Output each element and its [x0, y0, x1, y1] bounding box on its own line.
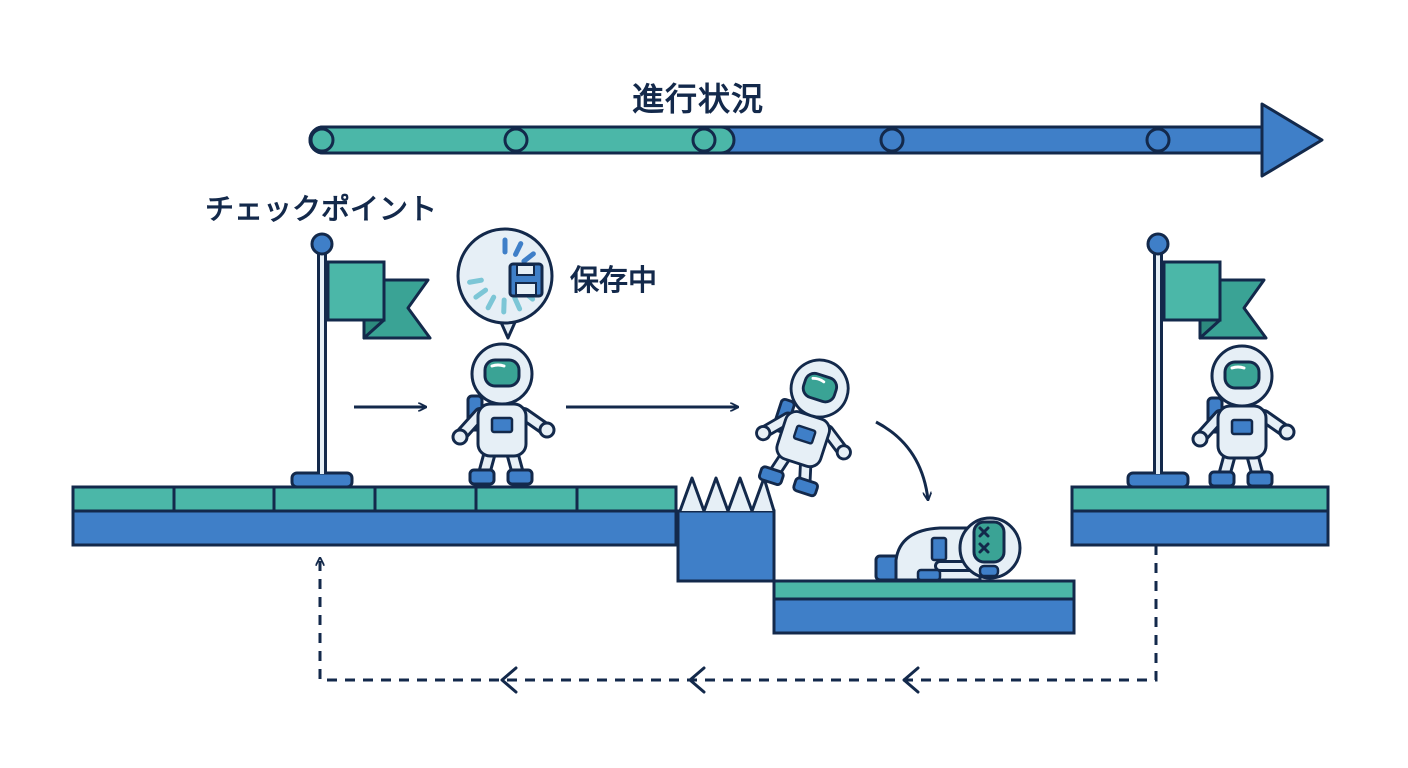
- spinner-tick: [512, 295, 523, 312]
- progress-bar: [308, 102, 1324, 178]
- progress-marker: [691, 127, 717, 153]
- progress-marker: [879, 127, 905, 153]
- saving-bubble: [456, 227, 554, 340]
- astronaut-standing-icon: [1193, 346, 1294, 486]
- progress-marker: [1145, 127, 1171, 153]
- spinner-tick: [467, 277, 484, 285]
- progress-markers: [309, 127, 1171, 153]
- saving-label: 保存中: [570, 263, 658, 297]
- flag-icon: [1126, 232, 1268, 489]
- spinner-tick: [521, 251, 536, 264]
- spike-trap-icon: [678, 476, 776, 513]
- progress-marker: [503, 127, 529, 153]
- respawn-path: [320, 545, 1158, 694]
- floppy-disk-icon: [508, 262, 544, 298]
- spinner-tick: [485, 294, 497, 311]
- astronaut-knocked-out-icon: [874, 516, 1022, 582]
- progress-arrowhead-icon: [1260, 102, 1324, 178]
- checkpoint-platform-right: [1070, 485, 1330, 547]
- progress-title: 進行状況: [632, 80, 765, 118]
- fall-arrow: [875, 420, 928, 500]
- astronaut-walking-icon: [453, 344, 554, 484]
- lower-platform: [772, 579, 1076, 635]
- checkpoint-label: チェックポイント: [205, 192, 438, 226]
- astronaut-jumping-icon: [743, 347, 875, 503]
- progress-marker: [309, 127, 335, 153]
- spinner-tick: [473, 287, 489, 300]
- flag-icon: [290, 232, 432, 489]
- spinner-tick: [513, 241, 524, 257]
- start-platform: [71, 485, 678, 547]
- spike-trap: [676, 476, 776, 583]
